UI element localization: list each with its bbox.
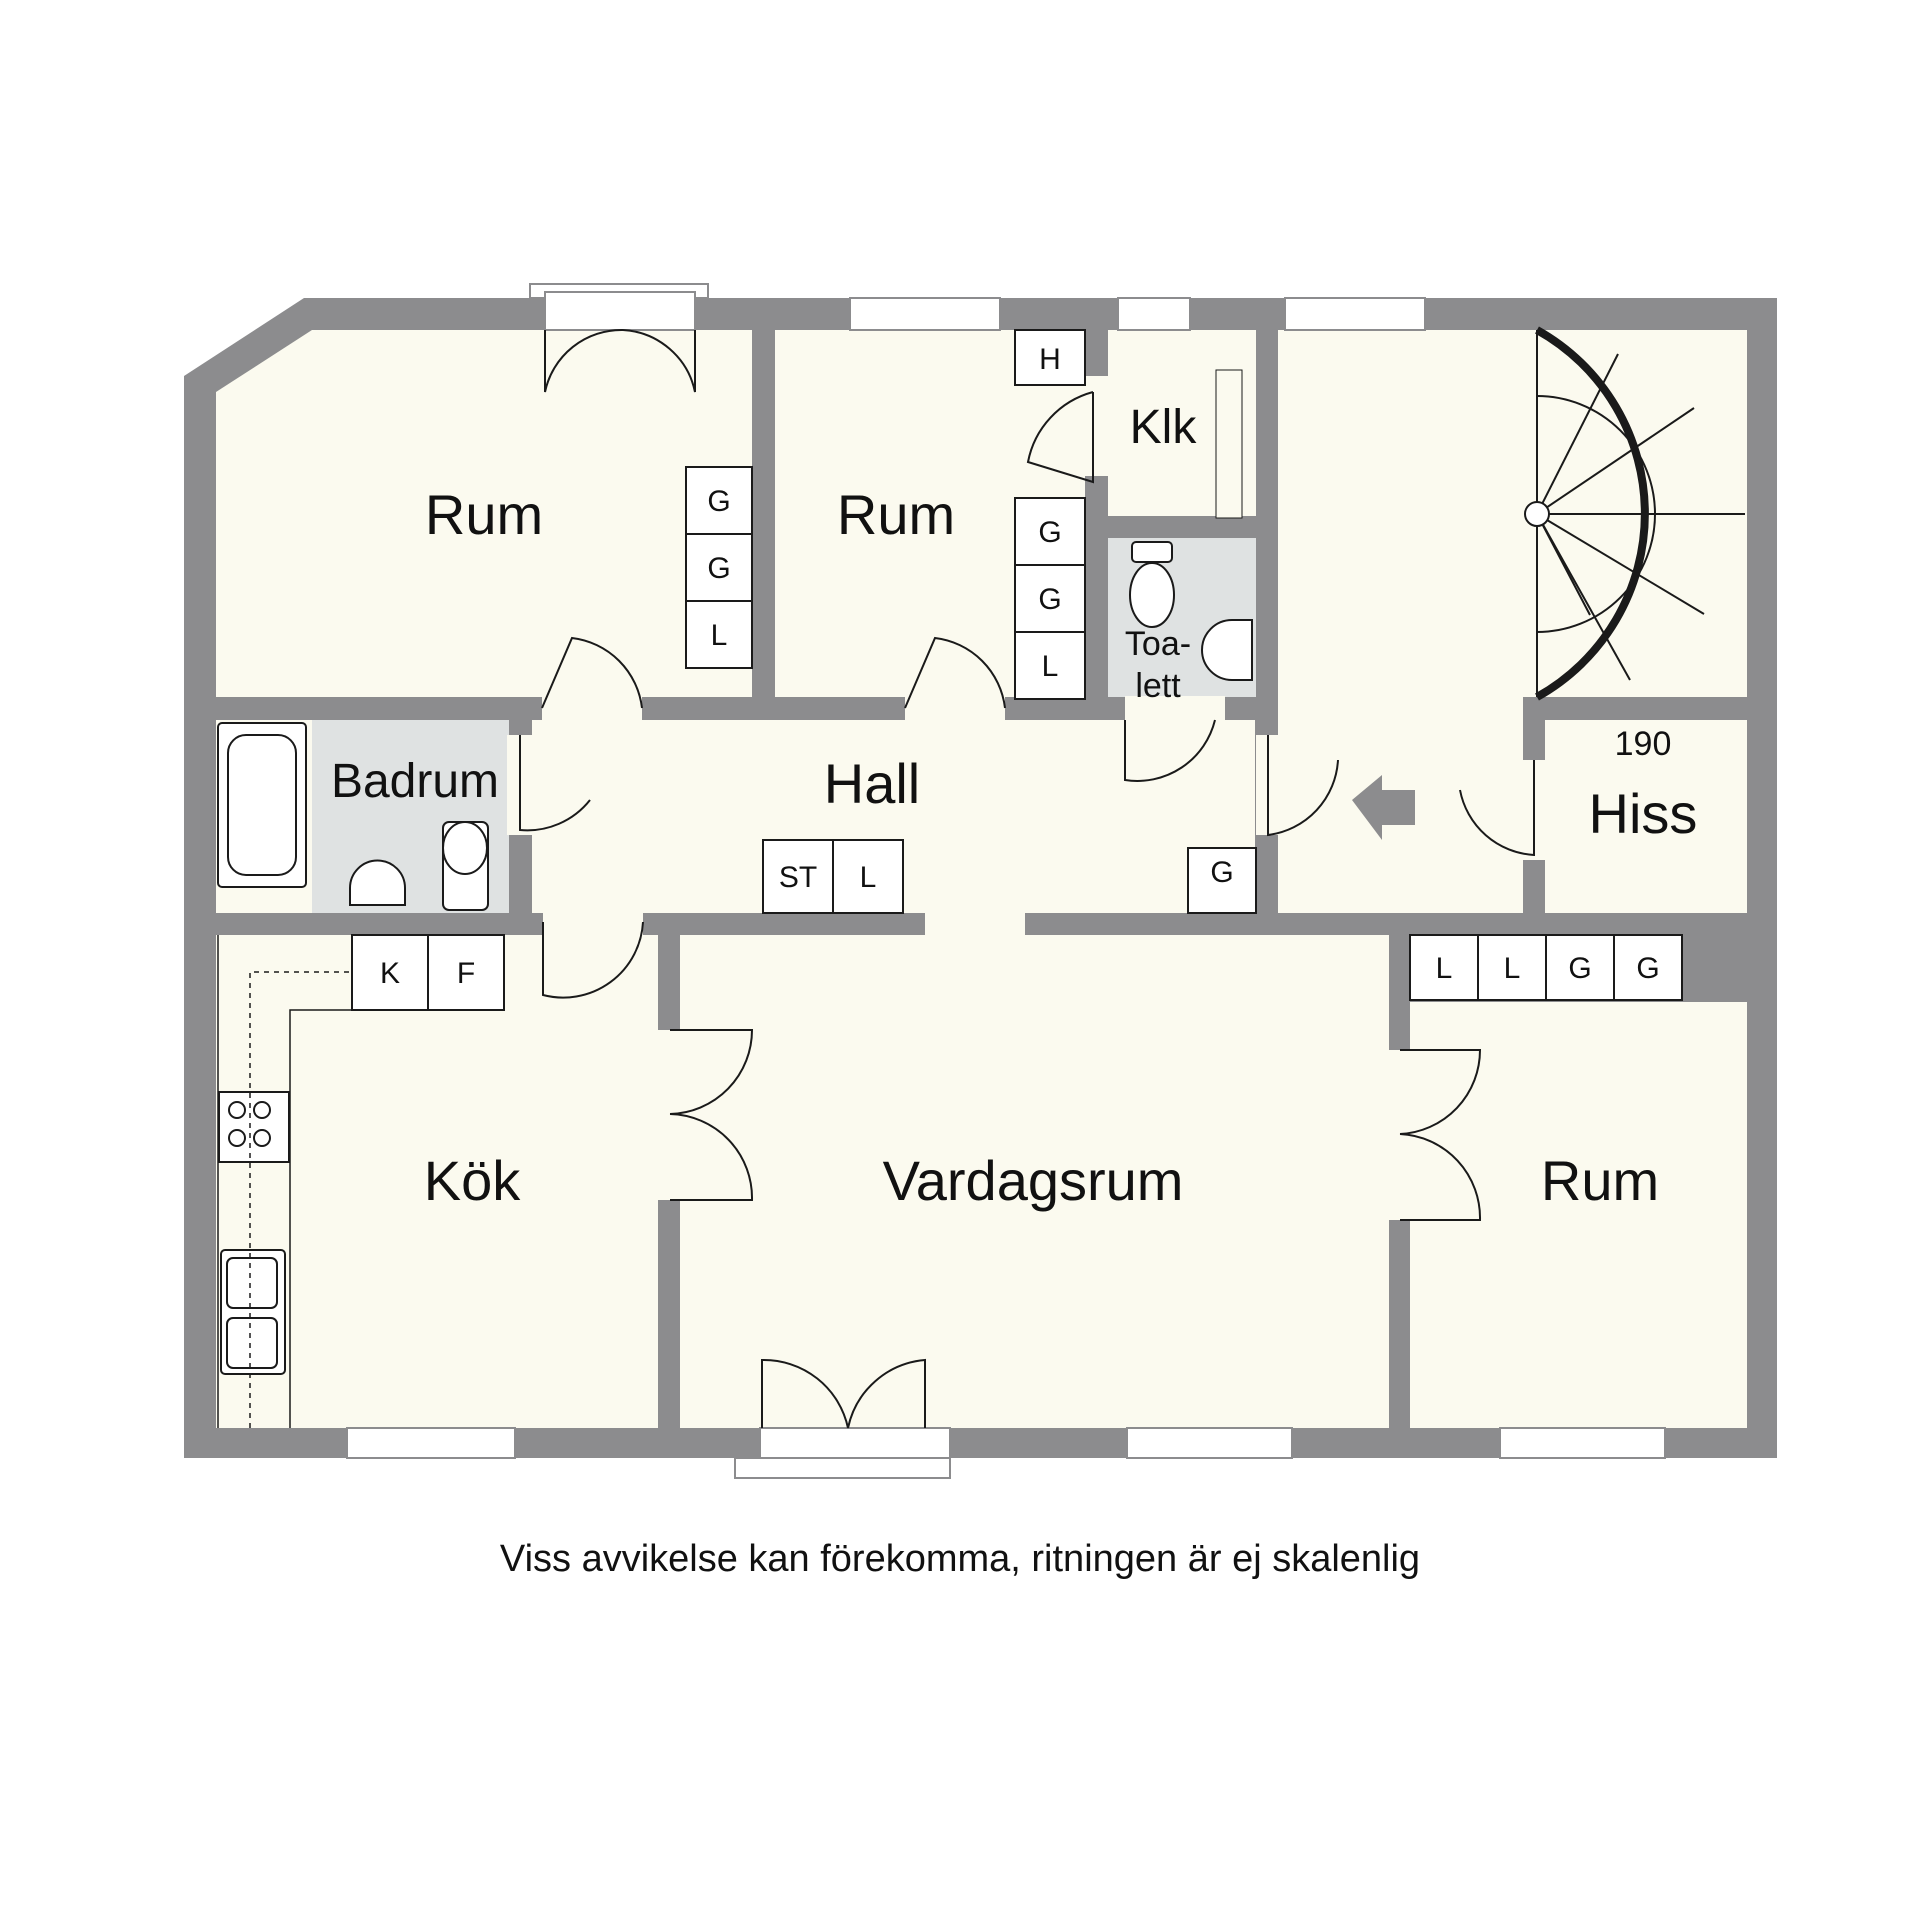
room-label-toalett-2: lett — [1135, 667, 1181, 705]
room-label-kok: Kök — [424, 1149, 521, 1212]
cabinets — [351, 329, 1683, 1011]
room-label-badrum: Badrum — [331, 755, 499, 808]
cab-rum3-2: L — [1504, 952, 1521, 985]
floor-rum-top-left — [216, 330, 752, 697]
cab-rum2-2: G — [1038, 583, 1061, 616]
room-labels: Rum Rum Klk Toa- lett Badrum Hall 190 Hi… — [331, 401, 1697, 1212]
cab-kok-1: K — [380, 957, 400, 990]
stove — [218, 1091, 290, 1163]
stair-pole — [1524, 501, 1550, 527]
klk-closet-edge — [1215, 369, 1243, 519]
fixtures — [217, 541, 1253, 1375]
sink-toalett — [1201, 619, 1253, 681]
hiss-number: 190 — [1615, 725, 1672, 763]
cab-hall-2: L — [860, 861, 877, 894]
room-label-vardagsrum: Vardagsrum — [883, 1149, 1184, 1212]
disclaimer-text: Viss avvikelse kan förekomma, ritningen … — [499, 1538, 1421, 1580]
room-label-rum-top-middle: Rum — [837, 483, 955, 546]
entrance-arrow-icon — [1352, 775, 1415, 840]
windows — [346, 283, 1666, 1479]
room-label-hiss: Hiss — [1589, 782, 1698, 845]
door-openings — [507, 376, 1546, 1220]
cab-rum2-3: L — [1042, 650, 1059, 683]
room-label-rum-top-left: Rum — [425, 483, 543, 546]
cabinet-labels: G G L H G G L ST L G K F L L G G — [380, 343, 1660, 990]
floor-vardagsrum — [680, 935, 1389, 1428]
cab-hall-1: ST — [779, 861, 817, 894]
room-label-toalett-1: Toa- — [1125, 625, 1191, 663]
room-label-klk: Klk — [1130, 401, 1198, 454]
room-label-rum-bottom-right: Rum — [1541, 1149, 1659, 1212]
cab-rum1-3: L — [711, 619, 728, 652]
sink-badrum — [349, 859, 406, 906]
cab-kok-2: F — [457, 957, 475, 990]
cab-rum3-3: G — [1568, 952, 1591, 985]
floor-rum-bottom-right — [1410, 1002, 1747, 1428]
floor-hiss — [1545, 720, 1747, 913]
cab-rum1-1: G — [707, 485, 730, 518]
cab-rum2-1: G — [1038, 516, 1061, 549]
cab-rum2-top: H — [1039, 343, 1061, 376]
doors — [519, 328, 1535, 1429]
cab-hall-right: G — [1210, 856, 1233, 889]
cab-rum1-2: G — [707, 552, 730, 585]
cab-rum3-4: G — [1636, 952, 1659, 985]
cab-rum3-1: L — [1436, 952, 1453, 985]
spiral-staircase — [1524, 326, 1745, 701]
room-label-hall: Hall — [824, 752, 920, 815]
toilet-toalett — [1131, 541, 1173, 563]
